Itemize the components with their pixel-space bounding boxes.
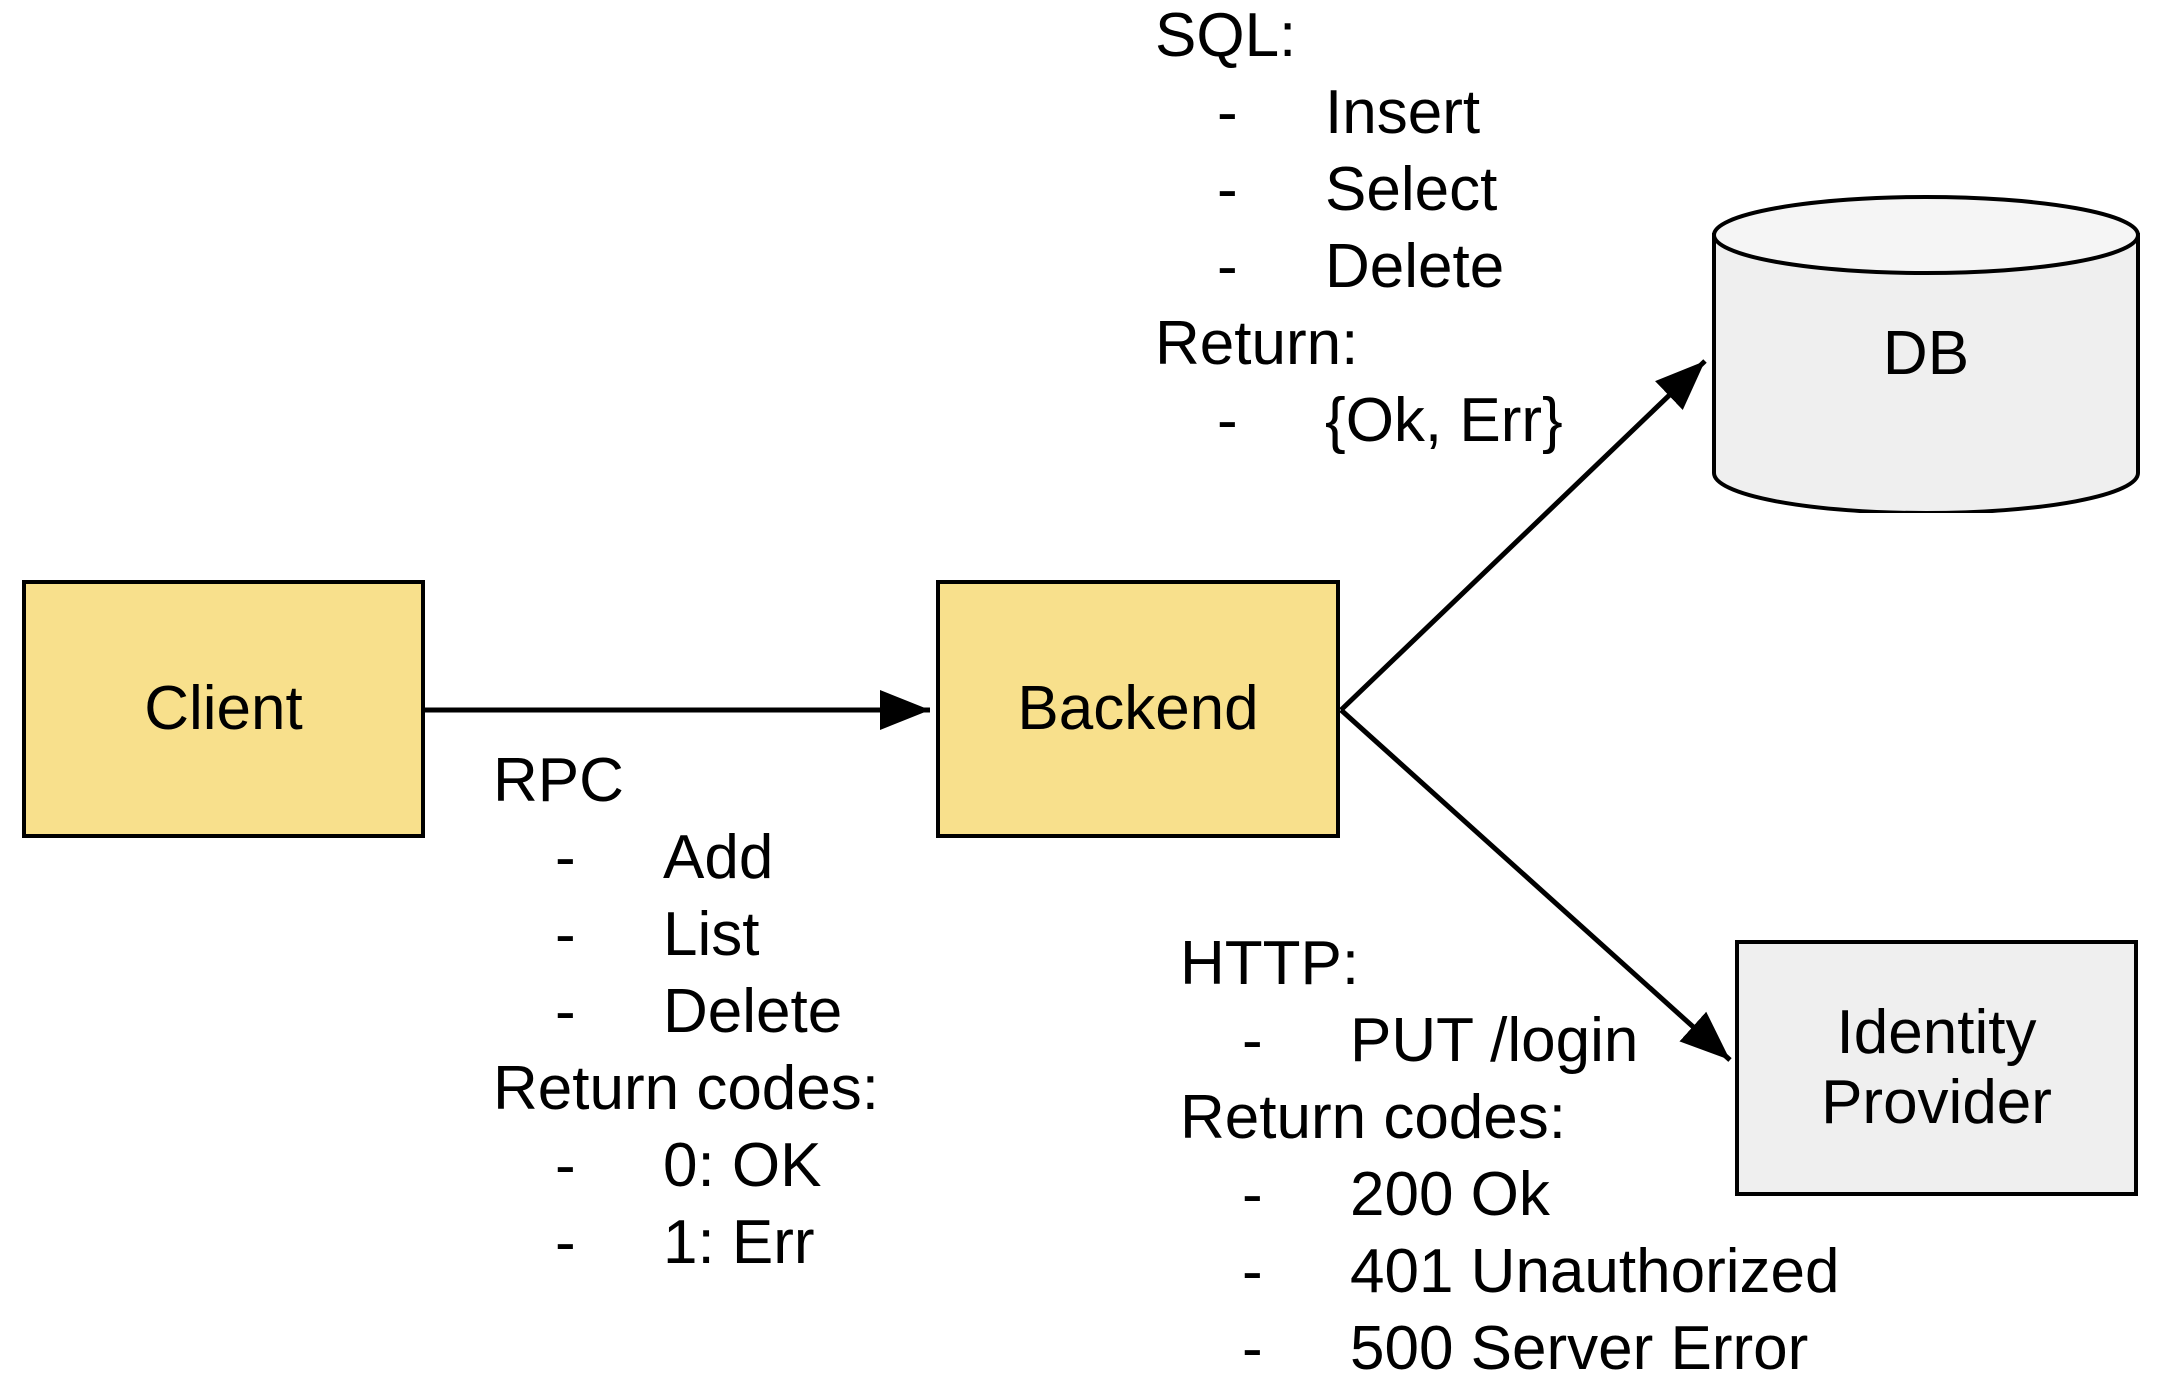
node-backend[interactable]: Backend [936, 580, 1340, 838]
node-client-label: Client [144, 674, 303, 743]
http-return-item-label: 401 Unauthorized [1350, 1237, 1840, 1306]
bullet-dash-icon: - [555, 900, 576, 969]
rpc-return-item: - 0: OK [493, 1127, 879, 1204]
rpc-item: - Add [493, 819, 879, 896]
bullet-dash-icon: - [1242, 1006, 1263, 1075]
http-return-item: - 500 Server Error [1180, 1310, 1839, 1387]
node-backend-label: Backend [1017, 674, 1259, 743]
rpc-item-label: Delete [663, 977, 843, 1046]
http-return-item-label: 200 Ok [1350, 1160, 1550, 1229]
bullet-dash-icon: - [1217, 155, 1238, 224]
bullet-dash-icon: - [555, 1131, 576, 1200]
node-db-label: DB [1882, 319, 1970, 388]
node-db[interactable]: DB [1712, 195, 2140, 513]
db-cylinder-body [1712, 233, 2140, 513]
rpc-item-label: Add [663, 823, 774, 892]
rpc-return-header: Return codes: [493, 1054, 879, 1123]
http-return-item: - 200 Ok [1180, 1156, 1839, 1233]
sql-item-label: Insert [1325, 78, 1481, 147]
sql-item-label: Delete [1325, 232, 1505, 301]
bullet-dash-icon: - [555, 977, 576, 1046]
annotation-http: HTTP: - PUT /login Return codes: - 200 O… [1180, 925, 1839, 1387]
db-cylinder-top [1712, 195, 2140, 275]
bullet-dash-icon: - [1217, 386, 1238, 455]
sql-item: - Insert [1155, 74, 1563, 151]
bullet-dash-icon: - [1217, 232, 1238, 301]
rpc-return-item: - 1: Err [493, 1204, 879, 1281]
annotation-rpc: RPC - Add - List - Delete Return codes: … [493, 742, 879, 1281]
bullet-dash-icon: - [1242, 1314, 1263, 1383]
bullet-dash-icon: - [555, 823, 576, 892]
sql-item-label: Select [1325, 155, 1498, 224]
sql-header: SQL: [1155, 1, 1297, 70]
node-identity-provider-label: Identity Provider [1821, 998, 2052, 1137]
http-return-item: - 401 Unauthorized [1180, 1233, 1839, 1310]
bullet-dash-icon: - [555, 1208, 576, 1277]
rpc-return-item-label: 1: Err [663, 1208, 815, 1277]
http-item-label: PUT /login [1350, 1006, 1639, 1075]
http-return-header: Return codes: [1180, 1083, 1566, 1152]
bullet-dash-icon: - [1217, 78, 1238, 147]
node-identity-provider[interactable]: Identity Provider [1735, 940, 2138, 1196]
http-header: HTTP: [1180, 929, 1360, 998]
rpc-item-label: List [663, 900, 760, 969]
annotation-sql: SQL: - Insert - Select - Delete Return: … [1155, 0, 1563, 459]
http-return-item-label: 500 Server Error [1350, 1314, 1809, 1383]
rpc-item: - List [493, 896, 879, 973]
bullet-dash-icon: - [1242, 1237, 1263, 1306]
node-client[interactable]: Client [22, 580, 425, 838]
sql-item: - Select [1155, 151, 1563, 228]
rpc-return-item-label: 0: OK [663, 1131, 822, 1200]
bullet-dash-icon: - [1242, 1160, 1263, 1229]
sql-return-item-label: {Ok, Err} [1325, 386, 1563, 455]
http-item: - PUT /login [1180, 1002, 1839, 1079]
sql-item: - Delete [1155, 228, 1563, 305]
sql-return-item: - {Ok, Err} [1155, 382, 1563, 459]
sql-return-header: Return: [1155, 309, 1359, 378]
rpc-item: - Delete [493, 973, 879, 1050]
rpc-header: RPC [493, 746, 624, 815]
